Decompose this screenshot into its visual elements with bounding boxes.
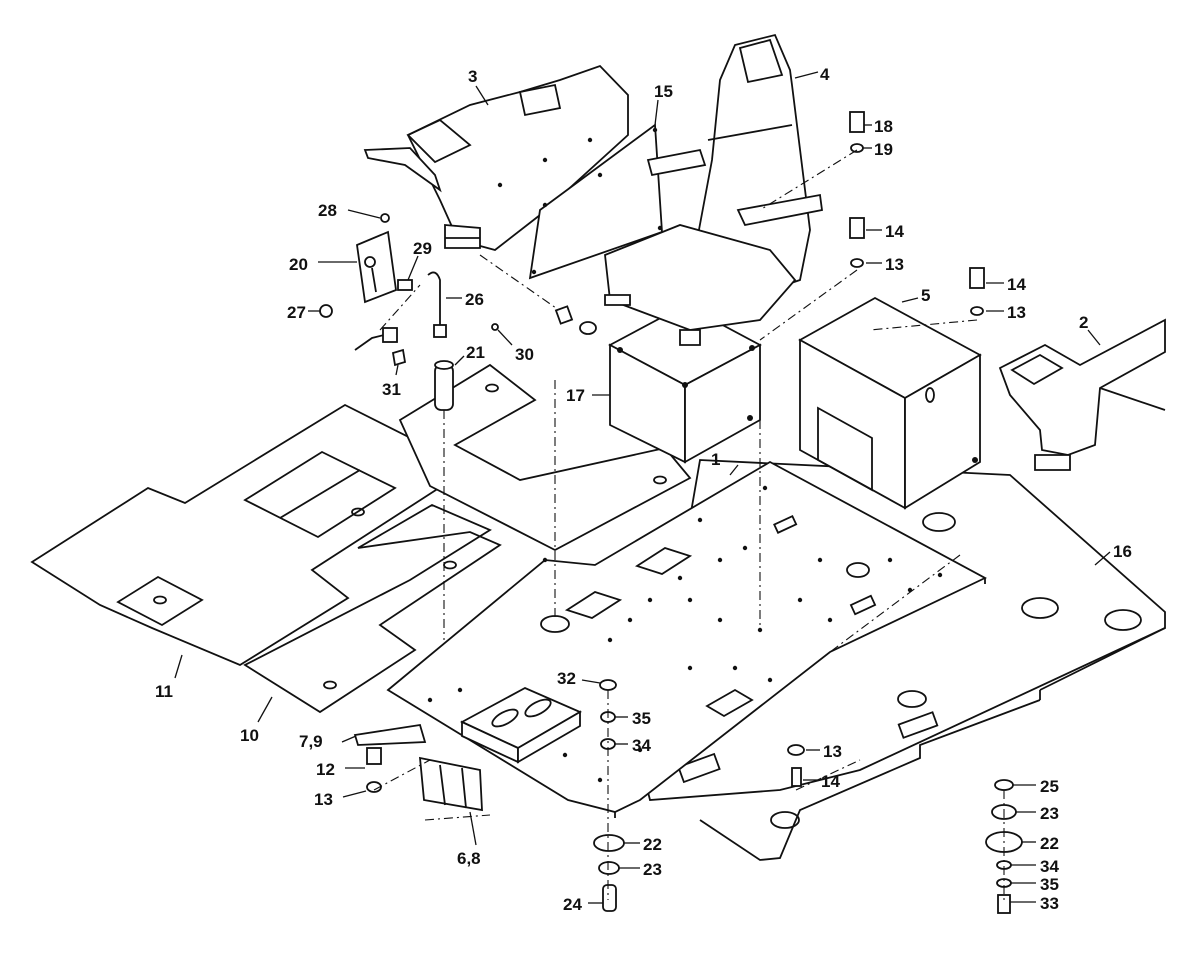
callout-27: 27 xyxy=(287,303,306,322)
callout-32: 32 xyxy=(557,669,576,688)
deck-holes xyxy=(427,485,943,783)
callout-25: 25 xyxy=(1040,777,1059,796)
callout-14b: 14 xyxy=(1007,275,1026,294)
callout-21: 21 xyxy=(466,343,485,362)
callout-1: 1 xyxy=(711,450,720,469)
callout-33: 33 xyxy=(1040,894,1059,913)
callout-34a: 34 xyxy=(632,736,651,755)
callout-5: 5 xyxy=(921,286,930,305)
callout-7: 7,9 xyxy=(299,732,323,751)
callout-23a: 23 xyxy=(643,860,662,879)
callout-26: 26 xyxy=(465,290,484,309)
part-4-operator-seat xyxy=(604,33,824,346)
part-11-floor-plate xyxy=(30,403,472,667)
callout-17: 17 xyxy=(566,386,585,405)
callout-35b: 35 xyxy=(1040,875,1059,894)
part-1-deck-plate xyxy=(386,460,987,818)
callout-11: 11 xyxy=(155,682,173,701)
callout-3: 3 xyxy=(468,67,477,86)
callout-12: 12 xyxy=(316,760,335,779)
callout-16: 16 xyxy=(1113,542,1132,561)
callout-19: 19 xyxy=(874,140,893,159)
callout-14c: 14 xyxy=(821,772,840,791)
callout-15: 15 xyxy=(654,82,673,101)
part-21-post xyxy=(434,360,454,411)
callout-22b: 22 xyxy=(1040,834,1059,853)
callout-30: 30 xyxy=(515,345,534,364)
callout-labels: 1 2 3 4 5 6,8 7,9 10 11 12 13 13 13 13 1… xyxy=(155,65,1132,914)
part-5-storage-box xyxy=(798,296,982,510)
assembly-lines xyxy=(373,149,1005,900)
callout-14a: 14 xyxy=(885,222,904,241)
callout-22a: 22 xyxy=(643,835,662,854)
part-2-console-right xyxy=(998,318,1166,471)
callout-13c: 13 xyxy=(1007,303,1026,322)
callout-13d: 13 xyxy=(823,742,842,761)
callout-10: 10 xyxy=(240,726,259,745)
callout-13a: 13 xyxy=(314,790,333,809)
callout-35a: 35 xyxy=(632,709,651,728)
callout-31: 31 xyxy=(382,380,401,399)
callout-34b: 34 xyxy=(1040,857,1059,876)
callout-20: 20 xyxy=(289,255,308,274)
callout-2: 2 xyxy=(1079,313,1088,332)
part-3-console-left xyxy=(363,64,629,251)
callout-23b: 23 xyxy=(1040,804,1059,823)
callout-4: 4 xyxy=(820,65,830,84)
callout-24: 24 xyxy=(563,895,582,914)
callout-29: 29 xyxy=(413,239,432,258)
callout-6: 6,8 xyxy=(457,849,481,868)
callout-13b: 13 xyxy=(885,255,904,274)
callout-28: 28 xyxy=(318,201,337,220)
part-10-floor-plate xyxy=(243,363,692,714)
callout-18: 18 xyxy=(874,117,893,136)
